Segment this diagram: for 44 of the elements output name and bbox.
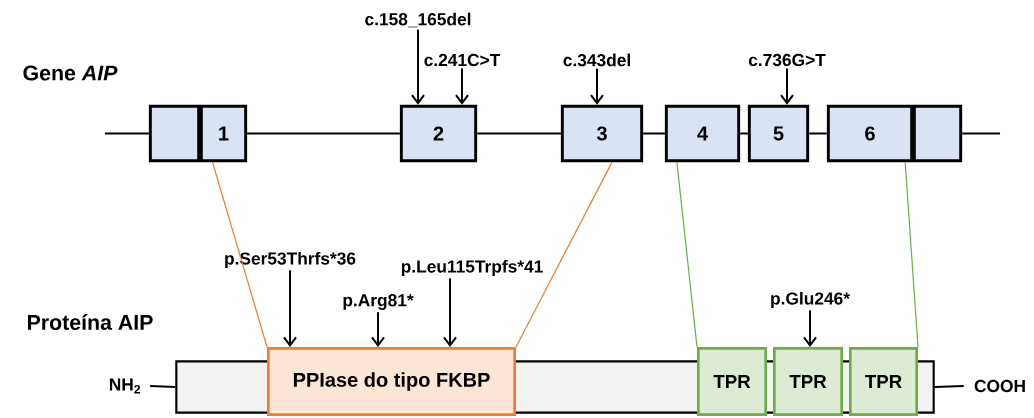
mutation-label: p.Glu246* <box>771 291 850 309</box>
mutation-label: c.736G>T <box>748 53 826 67</box>
intron-line <box>808 132 828 135</box>
mutation-label: c.343del <box>563 53 630 67</box>
arrow <box>780 67 794 105</box>
exon-box <box>148 104 201 163</box>
arrow <box>371 311 385 347</box>
intron-line <box>476 132 562 135</box>
domain-box: TPR <box>849 347 918 416</box>
exon-box: 6 <box>826 104 914 163</box>
mutation-label: p.Leu115Trpfs*41 <box>401 259 543 277</box>
mapping-line <box>676 161 698 348</box>
exon-box <box>912 104 963 163</box>
exon-box: 5 <box>747 104 810 163</box>
connector-line <box>933 385 965 388</box>
domain-box: TPR <box>697 347 767 416</box>
section-title: Proteína AIP <box>28 314 153 330</box>
exon-box: 3 <box>560 104 644 163</box>
mapping-line <box>515 161 613 348</box>
arrow <box>443 277 457 347</box>
intron-line <box>642 132 666 135</box>
section-title: Gene AIP <box>23 65 118 81</box>
mapping-line <box>211 161 268 348</box>
terminus-label: COOH <box>974 379 1025 393</box>
mutation-label: c.241C>T <box>424 53 501 67</box>
arrow <box>803 309 817 347</box>
arrow <box>455 67 469 105</box>
exon-box: 2 <box>399 104 478 163</box>
arrow <box>411 28 425 105</box>
intron-line <box>961 132 1001 135</box>
intron-line <box>104 132 150 135</box>
intron-line <box>739 132 749 135</box>
intron-line <box>246 132 401 135</box>
connector-line <box>149 385 177 388</box>
domain-box: TPR <box>773 347 843 416</box>
arrow <box>283 269 297 347</box>
mutation-label: p.Arg81* <box>343 294 414 310</box>
exon-box: 1 <box>199 104 248 163</box>
domain-box: PPIase do tipo FKBP <box>267 347 516 416</box>
arrow <box>590 67 604 105</box>
exon-box: 4 <box>664 104 741 163</box>
mapping-line <box>904 161 919 348</box>
mutation-label: c.158_165del <box>365 12 471 28</box>
terminus-label: NH$_{2}$ <box>109 378 141 394</box>
